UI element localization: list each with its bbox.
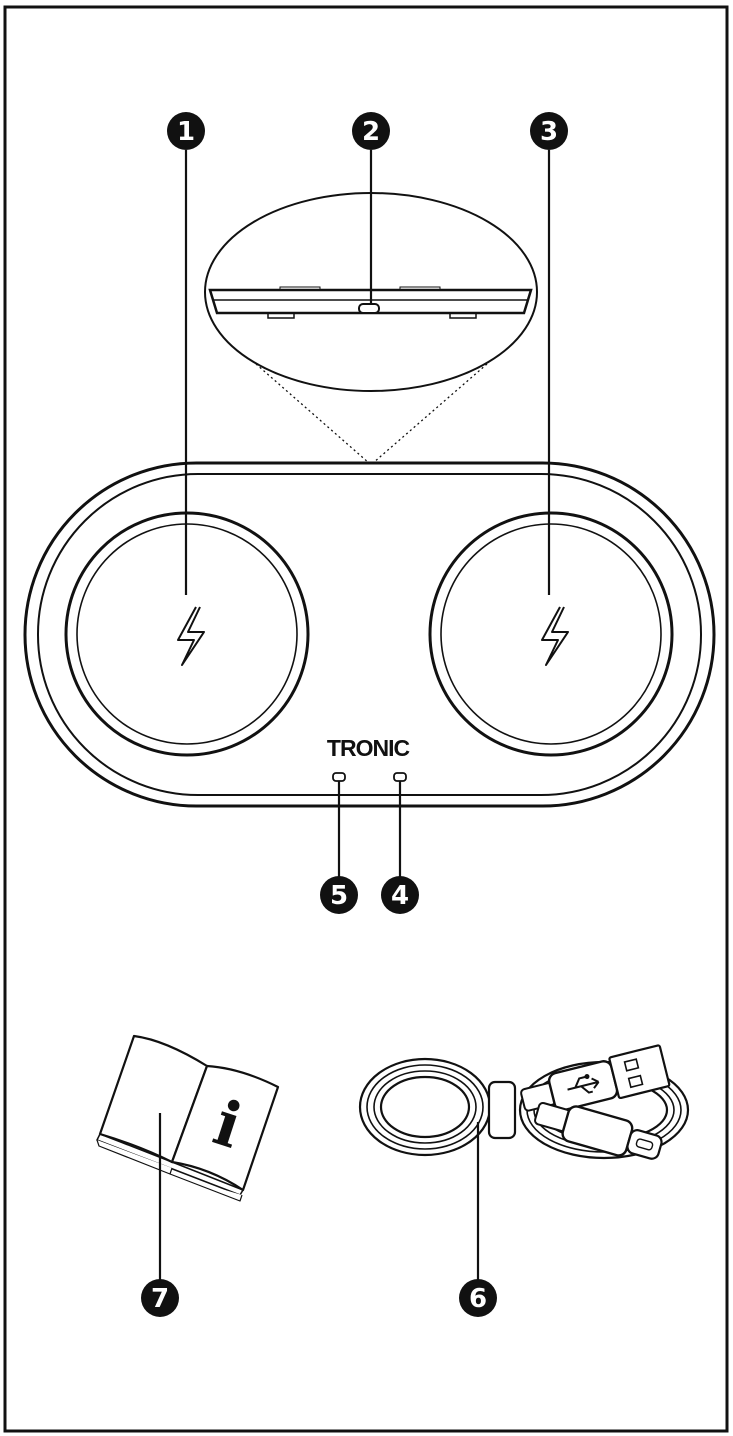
lightning-icon [177,606,205,666]
pad-outer-edge [23,461,716,808]
svg-text:4: 4 [391,881,409,911]
callout-6: 6 [459,1279,497,1317]
usb-c-connector [534,1101,663,1160]
callout-3: 3 [530,112,568,150]
manual-right-page [170,1064,280,1192]
svg-text:7: 7 [151,1284,169,1314]
lightning-icon [541,606,569,666]
brand-logo: TRONIC [327,735,410,761]
svg-text:2: 2 [362,117,380,147]
svg-text:1: 1 [177,117,195,147]
callout-4: 4 [381,876,419,914]
right-charging-surface [428,511,674,757]
usb-symbol-icon [567,1076,600,1094]
usb-c-port [358,303,380,314]
callout-7: 7 [141,1279,179,1317]
user-manual [96,1034,280,1202]
svg-text:6: 6 [469,1284,487,1314]
usb-cable [358,1044,690,1160]
callout-5: 5 [320,876,358,914]
cable-tie [487,1080,517,1140]
page-frame [3,5,729,1433]
pad-inner-edge [37,473,702,796]
svg-text:5: 5 [330,881,348,911]
callout-1: 1 [167,112,205,150]
svg-text:3: 3 [540,117,558,147]
leader-lines [158,150,551,1280]
callout-2: 2 [352,112,390,150]
